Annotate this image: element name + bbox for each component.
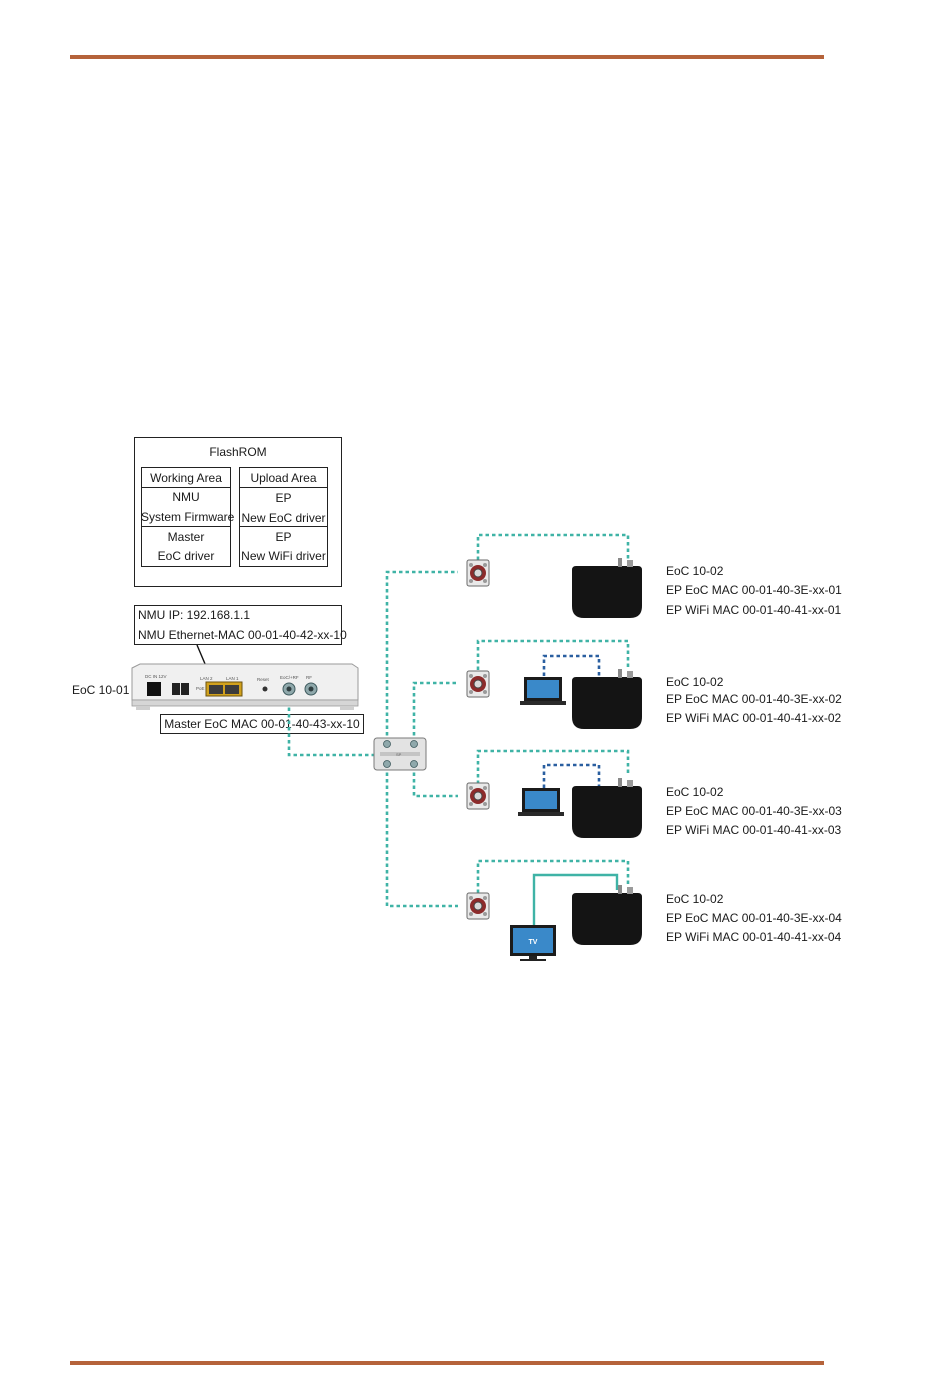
upload-area-header: Upload Area — [250, 471, 317, 485]
port-label: RF — [306, 675, 312, 680]
lan-dotted-lines — [542, 654, 601, 788]
ep4-model: EoC 10-02 — [666, 892, 724, 906]
laptop-2 — [520, 677, 566, 705]
wall-socket-2 — [466, 670, 490, 698]
ep2-wifi-mac: EP WiFi MAC 00-01-40-41-xx-02 — [666, 711, 842, 725]
working-area-box — [141, 467, 231, 567]
splitter: SP — [373, 737, 427, 771]
dc-in-port — [147, 682, 161, 696]
nmu-label: NMU — [172, 490, 200, 504]
upload-area-box — [239, 467, 328, 567]
ep2-eoc-mac: EP EoC MAC 00-01-40-3E-xx-02 — [666, 692, 842, 706]
port-label: Reset — [257, 677, 270, 682]
wall-socket-3 — [466, 782, 490, 810]
endpoint-device-3 — [572, 778, 642, 838]
splitter-label: SP — [396, 752, 402, 757]
master-device: DC IN 12V LAN 2 LAN 1 PoE Reset EoC/+RF … — [131, 663, 359, 710]
endpoint-device-4 — [572, 885, 642, 945]
ep1-wifi-mac: EP WiFi MAC 00-01-40-41-xx-01 — [666, 603, 842, 617]
coax-dotted-lines — [287, 533, 630, 908]
master-eoc-mac: Master EoC MAC 00-01-40-43-xx-10 — [164, 717, 360, 731]
wall-socket-4 — [466, 892, 490, 920]
header-rule — [70, 55, 824, 59]
reset-button — [262, 686, 268, 692]
new-wifi-driver-label: New WiFi driver — [241, 549, 326, 563]
ep-label: EP — [275, 491, 292, 505]
ep4-wifi-mac: EP WiFi MAC 00-01-40-41-xx-04 — [666, 930, 842, 944]
laptop-3 — [518, 788, 564, 816]
tv: TV — [510, 925, 556, 961]
ep2-model: EoC 10-02 — [666, 675, 724, 689]
port-label: LAN 1 — [226, 676, 239, 681]
ep1-model: EoC 10-02 — [666, 564, 724, 578]
wall-socket-1 — [466, 559, 490, 587]
endpoint-device-2 — [572, 669, 642, 729]
nmu-ethernet-mac: NMU Ethernet-MAC 00-01-40-42-xx-10 — [138, 628, 347, 642]
tv-cable — [532, 873, 619, 925]
upload-area-divider — [239, 526, 328, 527]
nmu-ip: NMU IP: 192.168.1.1 — [138, 608, 251, 622]
footer-rule — [70, 1361, 824, 1365]
port-label: LAN 2 — [200, 676, 213, 681]
ep1-eoc-mac: EP EoC MAC 00-01-40-3E-xx-01 — [666, 583, 842, 597]
port-label: EoC/+RF — [280, 675, 299, 680]
working-area-header: Working Area — [150, 471, 222, 485]
port-label: DC IN 12V — [145, 674, 167, 679]
working-area-divider — [141, 487, 231, 488]
new-eoc-driver-label: New EoC driver — [241, 511, 326, 525]
working-area-divider — [141, 526, 231, 527]
ep3-model: EoC 10-02 — [666, 785, 724, 799]
master-label: Master — [167, 530, 205, 544]
nmu-info-box — [134, 605, 342, 645]
flashrom-title: FlashROM — [209, 445, 267, 459]
upload-area-divider — [239, 487, 328, 488]
ep3-eoc-mac: EP EoC MAC 00-01-40-3E-xx-03 — [666, 804, 842, 818]
system-firmware-label: System Firmware — [141, 510, 235, 524]
endpoint-device-1 — [572, 558, 642, 618]
master-eoc-mac-box — [160, 714, 364, 734]
port-label: PoE — [196, 686, 205, 691]
ep3-wifi-mac: EP WiFi MAC 00-01-40-41-xx-03 — [666, 823, 842, 837]
ep-label: EP — [275, 530, 292, 544]
tv-label: TV — [529, 939, 538, 946]
master-device-label: EoC 10-01 — [72, 683, 130, 697]
ep4-eoc-mac: EP EoC MAC 00-01-40-3E-xx-04 — [666, 911, 842, 925]
eoc-driver-label: EoC driver — [157, 549, 215, 563]
